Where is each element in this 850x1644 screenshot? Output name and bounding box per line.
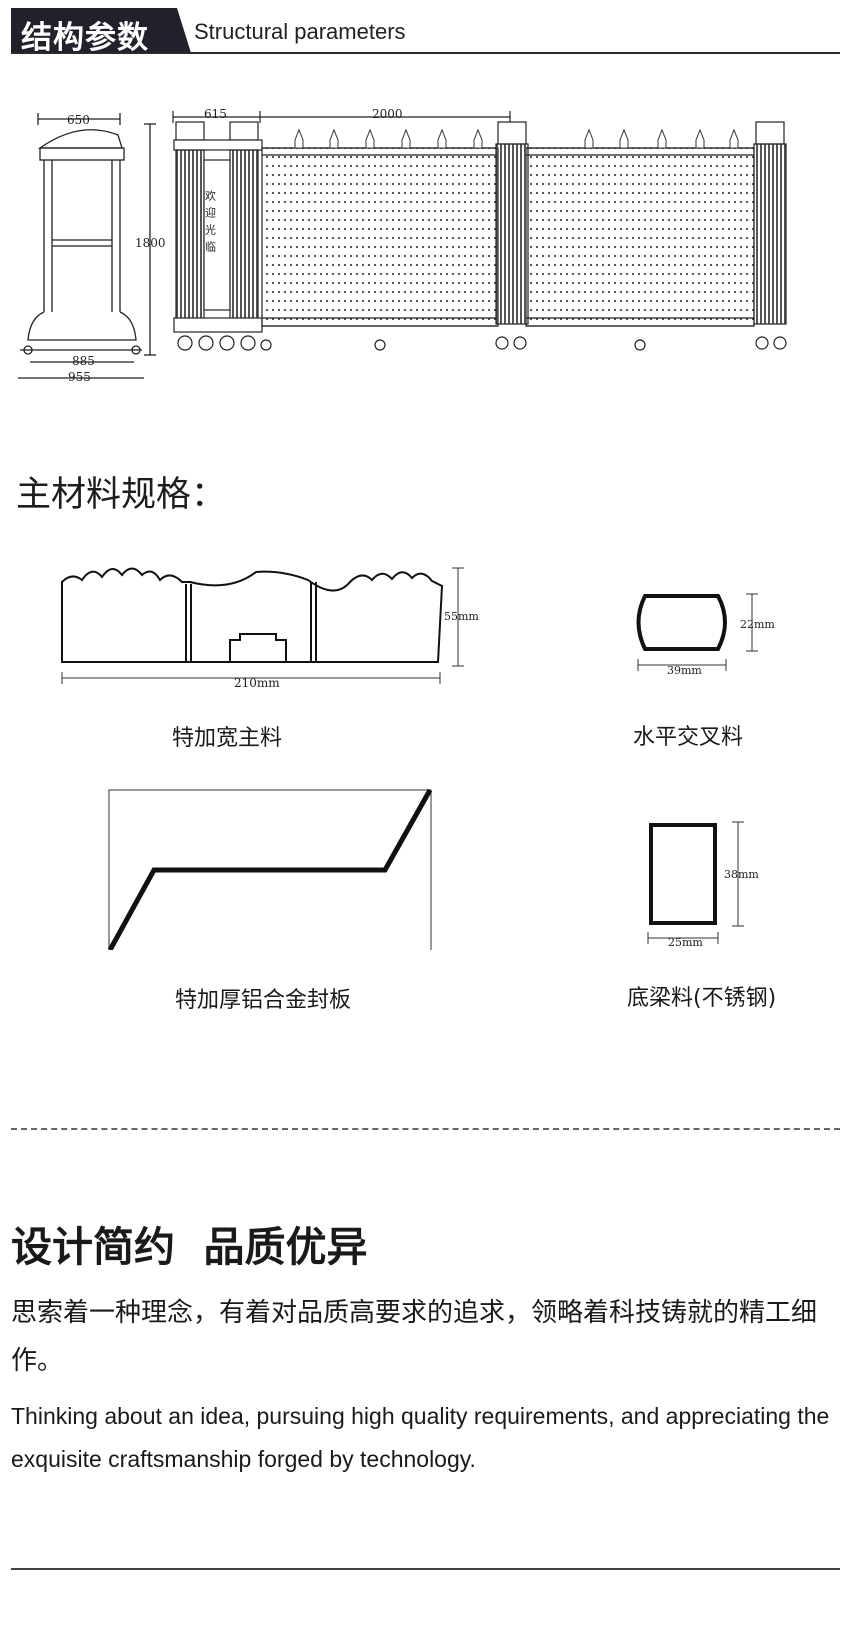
beam-profile-drawing [649, 823, 717, 925]
main-profile-drawing [61, 567, 444, 663]
feature-body-en: Thinking about an idea, pursuing high qu… [11, 1403, 830, 1472]
gate-side-view [18, 113, 156, 379]
dashed-divider [11, 1128, 840, 1130]
caption-cross-profile: 水平交叉料 [633, 725, 744, 750]
dim-section: 2000 [372, 107, 403, 121]
header-title-en: Structural parameters [194, 19, 406, 44]
dim-head: 615 [204, 107, 227, 121]
dim-side-bottom-inner: 885 [72, 354, 95, 368]
feature-body-cn: 思索着一种理念，有着对品质高要求的追求，领略着科技铸就的精工细作。 [11, 1298, 818, 1376]
main-profile-dims [61, 567, 464, 684]
bottom-divider [11, 1568, 840, 1570]
cross-profile-dims [637, 593, 758, 671]
section-header: 结构参数 Structural parameters [11, 8, 840, 56]
beam-profile-width: 25mm [668, 936, 703, 949]
header-underline [11, 52, 840, 54]
gate-finials [294, 128, 739, 149]
cross-profile-width: 39mm [667, 664, 702, 677]
caption-sealing-plate: 特加厚铝合金封板 [175, 988, 352, 1013]
gate-structure-drawing: 650 1800 885 955 [18, 107, 787, 384]
dim-height: 1800 [135, 236, 166, 250]
cross-profile-drawing [636, 594, 727, 651]
header-title-cn: 结构参数 [21, 20, 149, 56]
gate-front-view [172, 111, 787, 351]
main-profile-width: 210mm [234, 676, 280, 690]
dim-side-top: 650 [67, 113, 90, 127]
main-profile-height: 55mm [444, 610, 479, 623]
beam-profile-height: 38mm [724, 868, 759, 881]
sealing-plate-drawing [107, 788, 433, 950]
caption-main-profile: 特加宽主料 [172, 726, 283, 751]
feature-heading: 设计简约 品质优异 [11, 1223, 368, 1271]
material-profiles: 210mm 55mm 39mm 22mm 25mm 38mm [61, 567, 775, 950]
dim-side-bottom-outer: 955 [68, 370, 91, 384]
gate-sign-text: 欢迎光临 [204, 189, 217, 258]
header-tab [11, 8, 191, 53]
beam-profile-dims [647, 821, 744, 944]
materials-title: 主材料规格： [16, 475, 227, 515]
cross-profile-height: 22mm [740, 618, 775, 631]
caption-beam-profile: 底梁料(不锈钢) [627, 986, 777, 1011]
